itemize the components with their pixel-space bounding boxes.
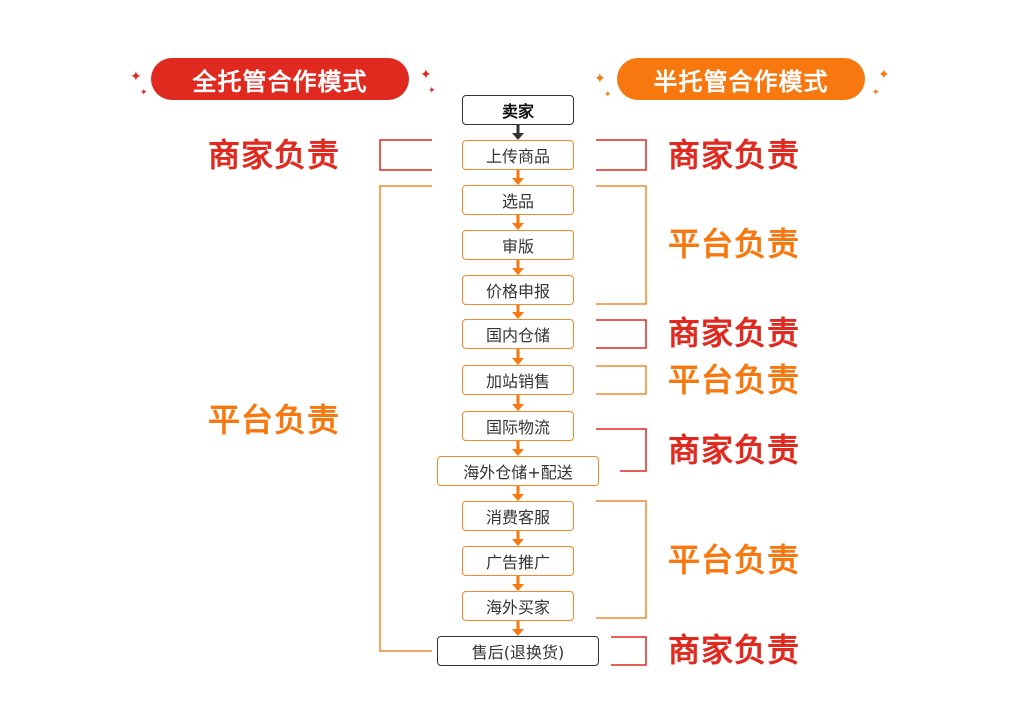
flow-arrow-head (512, 178, 524, 185)
left-bracket-platform (379, 185, 432, 652)
semi-custody-banner: 半托管合作模式 (617, 58, 865, 100)
sparkle-icon: ✦ (140, 88, 148, 98)
semi-label-aftersales: 商家负责 (668, 631, 801, 669)
step-site-sales: 加站销售 (462, 365, 574, 395)
right-bracket-7 (611, 636, 647, 666)
right-bracket-5 (596, 428, 647, 472)
flow-arrow-head (512, 223, 524, 230)
sparkle-icon: ✦ (428, 86, 436, 96)
full-platform-label: 平台负责 (208, 401, 341, 439)
flow-arrow-head (512, 404, 524, 411)
step-domestic-warehouse: 国内仓储 (462, 319, 574, 349)
right-bracket-1 (596, 139, 647, 171)
step-review: 审版 (462, 230, 574, 260)
sparkle-icon: ✦ (130, 69, 142, 85)
right-bracket-3 (596, 319, 647, 349)
full-custody-banner: 全托管合作模式 (151, 58, 409, 100)
step-advertising: 广告推广 (462, 546, 574, 576)
flow-arrows (512, 125, 524, 636)
sparkle-icon: ✦ (604, 90, 612, 100)
semi-label-upload: 商家负责 (668, 136, 801, 174)
flow-arrow-head (512, 358, 524, 365)
semi-label-sales: 平台负责 (668, 361, 801, 399)
semi-label-service: 平台负责 (668, 541, 801, 579)
full-merchant-label: 商家负责 (208, 136, 341, 174)
step-upload: 上传商品 (462, 140, 574, 170)
flow-arrow-head (512, 312, 524, 319)
flow-arrow-head (512, 449, 524, 456)
right-bracket-6 (596, 500, 647, 619)
step-after-sales: 售后(退换货) (437, 636, 599, 666)
flow-arrow-head (512, 133, 524, 140)
step-customer-service: 消费客服 (462, 501, 574, 531)
sparkle-icon: ✦ (872, 88, 880, 98)
flow-arrow-head (512, 539, 524, 546)
flow-arrow-head (512, 629, 524, 636)
seller-box: 卖家 (462, 95, 574, 125)
semi-label-selection: 平台负责 (668, 225, 801, 263)
right-bracket-2 (596, 185, 647, 305)
semi-label-warehouse: 商家负责 (668, 314, 801, 352)
step-intl-logistics: 国际物流 (462, 411, 574, 441)
semi-label-logistics: 商家负责 (668, 431, 801, 469)
sparkle-icon: ✦ (878, 67, 890, 83)
flow-arrow-head (512, 584, 524, 591)
right-bracket-4 (596, 365, 647, 395)
left-bracket-merchant (379, 139, 432, 171)
flow-arrow-head (512, 268, 524, 275)
step-price-declaration: 价格申报 (462, 275, 574, 305)
step-overseas-buyer: 海外买家 (462, 591, 574, 621)
sparkle-icon: ✦ (420, 67, 432, 83)
step-overseas-warehouse: 海外仓储+配送 (437, 456, 599, 486)
step-selection: 选品 (462, 185, 574, 215)
flow-arrow-head (512, 494, 524, 501)
sparkle-icon: ✦ (594, 71, 606, 87)
